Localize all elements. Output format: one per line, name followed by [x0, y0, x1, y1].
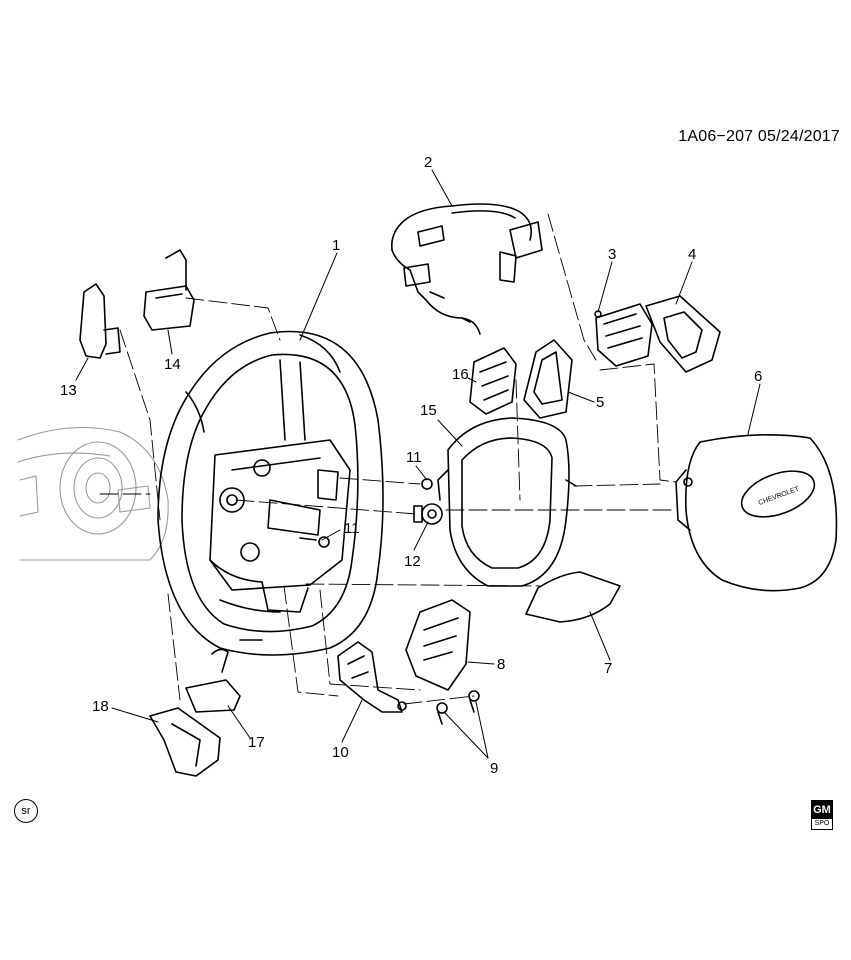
switch-bezel-right	[645, 295, 721, 373]
callout-15: 15	[420, 402, 437, 419]
callout-17: 17	[248, 734, 265, 751]
callout-3: 3	[608, 246, 616, 263]
airbag-module	[675, 434, 838, 592]
paddle-shift-left	[79, 283, 121, 359]
callout-7: 7	[604, 660, 612, 677]
gm-logo: GM SPO	[811, 800, 833, 830]
callout-18: 18	[92, 698, 109, 715]
steering-wheel	[157, 330, 384, 656]
bolts	[299, 478, 433, 548]
lower-cover-bracket	[149, 707, 221, 777]
switch-bezel-left	[523, 339, 573, 419]
callout-6: 6	[754, 368, 762, 385]
assembly-guide-lines	[99, 213, 677, 705]
gm-logo-mark: GM	[812, 801, 832, 819]
callout-1: 1	[332, 237, 340, 254]
sr-badge: sr	[14, 799, 38, 823]
callout-8: 8	[497, 656, 505, 673]
callout-10: 10	[332, 744, 349, 761]
paddle-shift-switch-assembly	[405, 599, 471, 691]
lower-trim-cover	[525, 571, 621, 623]
steering-wheel-control-switch-right	[594, 303, 653, 367]
steering-wheel-nut	[413, 503, 443, 525]
screws	[436, 690, 480, 725]
callout-9: 9	[490, 760, 498, 777]
electrical-connector	[185, 648, 241, 713]
steering-wheel-rear-cover	[437, 417, 577, 587]
diagram-id-and-date: 1A06−207 05/24/2017	[678, 128, 840, 145]
wiring-harness	[390, 203, 543, 335]
airbag-emblem-text: CHEVROLET	[758, 485, 801, 506]
paddle-shift-right	[143, 249, 195, 331]
callout-13: 13	[60, 382, 77, 399]
switch-bracket	[337, 641, 407, 713]
gm-logo-subtext: SPO	[814, 820, 830, 827]
steering-wheel-control-switch-left	[469, 347, 517, 415]
steering-column-ghost	[17, 426, 169, 561]
callout-16: 16	[452, 366, 469, 383]
leader-lines	[75, 169, 761, 759]
callout-numbers: 1 2 3 4 5 6 7 8 9 10 11 11 12 13 14 15 1…	[60, 154, 762, 777]
callout-12: 12	[404, 553, 421, 570]
callout-5: 5	[596, 394, 604, 411]
callout-11b: 11	[344, 520, 360, 537]
callout-11a: 11	[406, 449, 422, 466]
callout-4: 4	[688, 246, 696, 263]
callout-2: 2	[424, 154, 432, 171]
callout-14: 14	[164, 356, 181, 373]
